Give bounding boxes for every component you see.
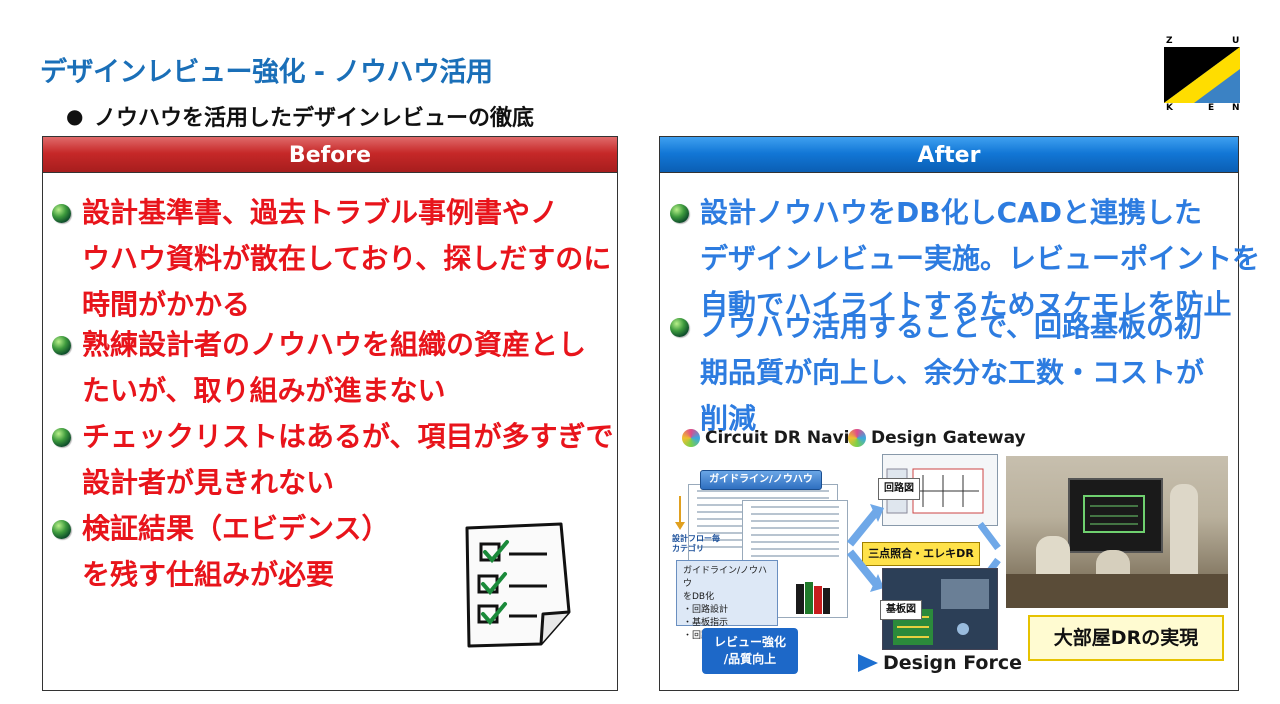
photo-caption: 大部屋DRの実現 (1028, 615, 1224, 661)
green-bullet-icon (670, 318, 689, 337)
flow-category-label: 設計フロー毎 カテゴリ (672, 534, 720, 553)
design-force-logo: Design Force (858, 652, 1022, 674)
before-bullet-2: 熟練設計者のノウハウを組織の資産とし たいが、取り組みが進まない (52, 322, 586, 414)
before-bullet-4: 検証結果（エビデンス） を残す仕組みが必要 (52, 506, 389, 598)
after-bullet-2: ノウハウ活用することで、回路基板の初 期品質が向上し、余分な工数・コストが 削減 (670, 304, 1204, 442)
books-icon (796, 582, 830, 614)
subtitle-text: ノウハウを活用したデザインレビューの徹底 (94, 106, 535, 131)
green-bullet-icon (52, 428, 71, 447)
guideline-tag: ガイドライン/ノウハウ (700, 470, 822, 490)
green-bullet-icon (670, 204, 689, 223)
design-gateway-logo: Design Gateway (848, 428, 1026, 448)
presentation-screen (1068, 478, 1163, 553)
board-label: 基板図 (880, 600, 922, 620)
checklist-document-icon (465, 522, 571, 648)
circuit-dr-navi-logo: Circuit DR Navi (682, 428, 849, 448)
zuken-logo: Z U K E N (1164, 36, 1240, 113)
green-bullet-icon (52, 520, 71, 539)
swirl-icon (848, 429, 866, 447)
before-header: Before (42, 136, 618, 174)
after-header: After (659, 136, 1239, 174)
before-bullet-3: チェックリストはあるが、項目が多すぎで 設計者が見きれない (52, 414, 613, 506)
review-quality-badge: レビュー強化 /品質向上 (702, 628, 798, 674)
logo-mark-icon (1164, 47, 1240, 103)
center-label: 三点照合・エレキDR (862, 542, 980, 566)
db-box: ガイドライン/ノウハウ をDB化 ・回路設計 ・基板指示 ・回路チェック (676, 560, 778, 641)
after-bullet-1: 設計ノウハウをDB化しCADと連携した デザインレビュー実施。レビューポイントを… (670, 190, 1260, 328)
green-bullet-icon (52, 336, 71, 355)
bullet-dot: ● (66, 104, 84, 128)
before-bullet-1: 設計基準書、過去トラブル事例書やノ ウハウ資料が散在しており、探しだすのに 時間… (52, 190, 611, 328)
cycle-arrows-icon (846, 504, 884, 592)
meeting-room-photo (1006, 456, 1228, 608)
green-bullet-icon (52, 204, 71, 223)
subtitle: ● ノウハウを活用したデザインレビューの徹底 (66, 100, 535, 132)
schematic-label: 回路図 (878, 478, 920, 500)
page-title: デザインレビュー強化 - ノウハウ活用 (40, 57, 493, 88)
screen-board-image-icon (1083, 495, 1145, 533)
pcb-drawing-icon (893, 579, 989, 645)
table (1006, 574, 1228, 608)
triangle-icon (858, 654, 878, 672)
swirl-icon (682, 429, 700, 447)
down-arrow-icon (675, 496, 685, 530)
